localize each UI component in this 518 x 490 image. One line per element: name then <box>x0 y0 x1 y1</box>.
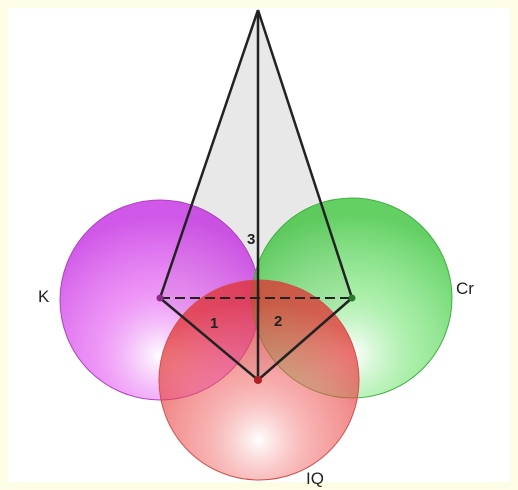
label-k: K <box>38 287 50 306</box>
label-iq: IQ <box>306 469 324 488</box>
edge-k-iq <box>159 297 259 381</box>
angle-label-2: 2 <box>274 313 282 330</box>
edge-apex-cr <box>256 9 354 299</box>
edge-cr-iq <box>257 297 353 381</box>
edge-apex-k <box>158 9 260 299</box>
angle-label-1: 1 <box>210 315 218 332</box>
vertex-iq <box>254 376 262 384</box>
vertex-cr <box>348 294 356 302</box>
label-cr: Cr <box>456 279 474 298</box>
angle-label-3: 3 <box>247 231 255 248</box>
vertex-k <box>156 294 164 302</box>
pyramid-edges <box>158 9 354 381</box>
